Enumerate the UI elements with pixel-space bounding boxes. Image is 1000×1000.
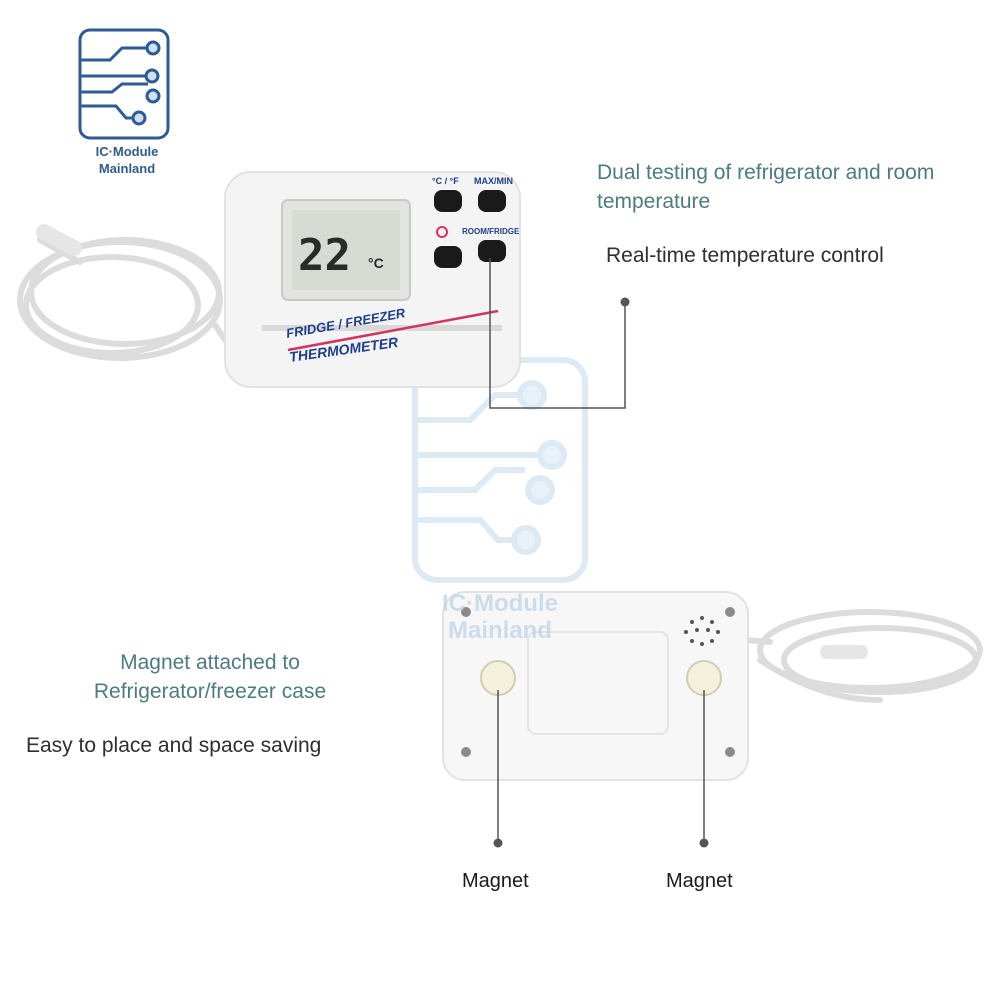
leader-dot-left bbox=[493, 838, 503, 848]
magnet-right-label: Magnet bbox=[666, 870, 733, 892]
feature-bottom-subtitle: Easy to place and space saving bbox=[26, 734, 322, 757]
display-reading: 22 bbox=[298, 230, 351, 281]
feature-top-title-line1: Dual testing of refrigerator and room bbox=[597, 161, 935, 184]
watermark-line2: Mainland bbox=[447, 617, 552, 644]
leader-line-top bbox=[489, 258, 626, 409]
leader-lines-bottom bbox=[497, 690, 705, 843]
thermometer-back bbox=[442, 591, 749, 781]
feature-bottom-title-line2: Refrigerator/freezer case bbox=[93, 680, 327, 703]
alarm-bell-icon bbox=[436, 226, 448, 238]
brand-logo: IC·Module Mainland bbox=[72, 143, 182, 177]
magnet-right-icon bbox=[686, 660, 722, 696]
feature-top-subtitle: Real-time temperature control bbox=[606, 244, 884, 267]
probe-tip-back bbox=[820, 645, 868, 659]
max-min-button[interactable] bbox=[478, 190, 506, 212]
watermark-logo-icon bbox=[412, 357, 588, 583]
probe-cable-front bbox=[17, 237, 235, 361]
speaker-grille-icon bbox=[684, 616, 720, 646]
brand-line2: Mainland bbox=[98, 161, 156, 176]
unit-button[interactable] bbox=[434, 190, 462, 212]
watermark-text: IC·Module Mainland bbox=[405, 590, 595, 644]
magnet-left-label: Magnet bbox=[462, 870, 529, 892]
probe-cable-back bbox=[742, 609, 983, 703]
circuit-logo-icon bbox=[78, 28, 170, 140]
max-min-label: MAX/MIN bbox=[474, 176, 513, 186]
probe-tip bbox=[35, 224, 83, 256]
brand-line1: IC·Module bbox=[95, 144, 159, 159]
leader-dot-right bbox=[699, 838, 709, 848]
feature-bottom-title-line1: Magnet attached to bbox=[120, 651, 300, 674]
unit-toggle-label: °C / °F bbox=[432, 176, 459, 186]
thermometer-front: 22 °C °C / °F MAX/MIN ROOM/FRIDGE FRIDGE… bbox=[224, 171, 521, 388]
magnet-left-icon bbox=[480, 660, 516, 696]
reset-button[interactable] bbox=[434, 246, 462, 268]
feature-bottom-title: Magnet attached to Refrigerator/freezer … bbox=[30, 648, 390, 706]
watermark-line1: IC·Module bbox=[442, 590, 558, 617]
room-fridge-label: ROOM/FRIDGE bbox=[462, 227, 520, 236]
display-unit: °C bbox=[368, 255, 384, 271]
leader-dot-top bbox=[620, 297, 630, 307]
room-fridge-button[interactable] bbox=[478, 240, 506, 262]
feature-top-title: Dual testing of refrigerator and room te… bbox=[597, 158, 934, 216]
feature-top-title-line2: temperature bbox=[597, 190, 711, 213]
